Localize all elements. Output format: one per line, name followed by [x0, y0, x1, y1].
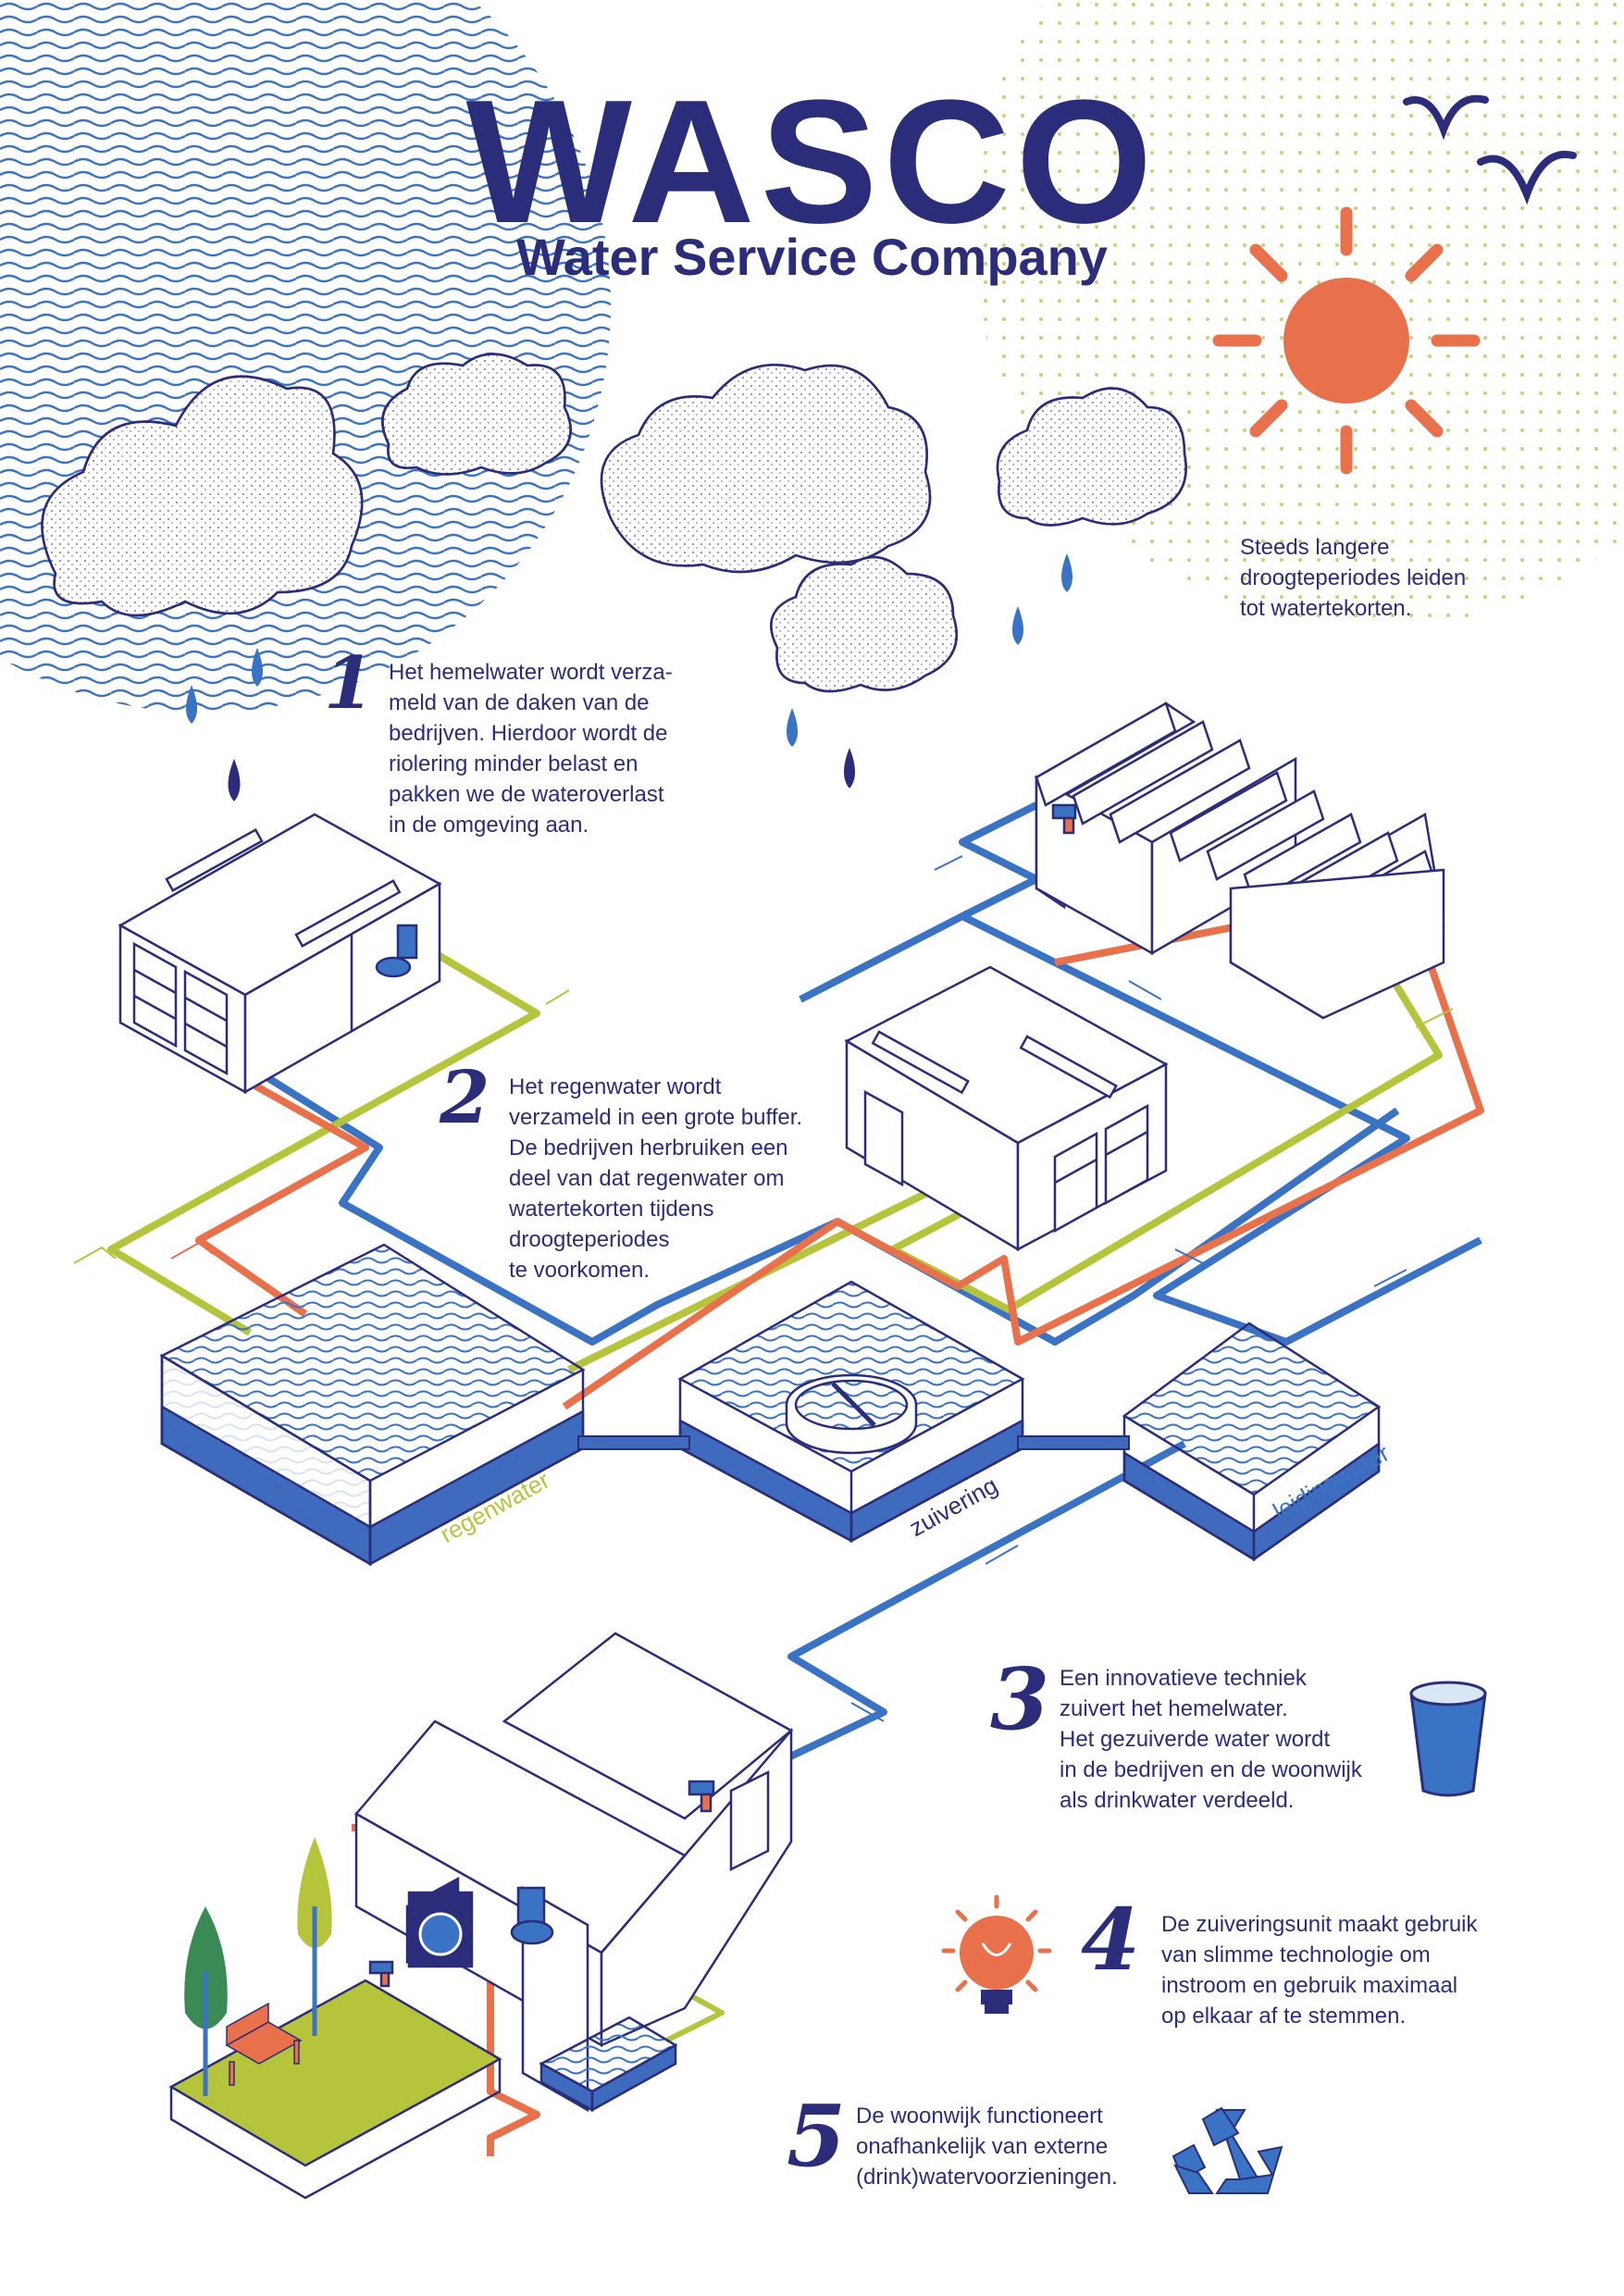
- tap-icon: [1051, 803, 1077, 835]
- house: [354, 1632, 794, 2113]
- step-4-number: 4: [1081, 1890, 1141, 1990]
- step-2-text: Het regenwater wordt verzameld in een gr…: [509, 1074, 803, 1283]
- washing-machine-icon: [407, 1891, 474, 1968]
- tree-icon: [184, 1837, 332, 2096]
- factory-left: [118, 813, 442, 1095]
- step-3-text: Een innovatieve techniek zuivert het hem…: [1060, 1666, 1362, 1813]
- sun-icon: [1212, 206, 1481, 475]
- raindrop-icon: [186, 553, 1072, 801]
- cloud-small-right: [996, 387, 1187, 527]
- water-glass-icon: [1409, 1681, 1487, 1797]
- house-basin: [539, 2016, 678, 2113]
- step-3-number: 3: [990, 1649, 1050, 1749]
- light-bulb-icon: [941, 1894, 1052, 2014]
- step-4-text: De zuiveringsunit maakt gebruik van slim…: [1161, 1912, 1478, 2029]
- basin-connectors: [577, 1435, 1130, 1450]
- cloud-small-1: [381, 353, 572, 476]
- factory-center: [844, 965, 1169, 1252]
- basin-leidingwater: [1122, 1322, 1382, 1562]
- garden: [168, 1979, 502, 2200]
- factory-right: [1034, 701, 1445, 1020]
- bird-icon: [1403, 94, 1577, 205]
- step-1-text: Het hemelwater wordt verza- meld van de …: [389, 660, 673, 838]
- bench-icon: [225, 2002, 303, 2086]
- basin-regenwater: [159, 1243, 586, 1567]
- blue-pipe-left: [266, 1074, 1400, 1346]
- blue-pipe-lower: [785, 1440, 1186, 1762]
- clarifier-tank: [785, 1373, 918, 1455]
- tap-icon: [368, 1780, 715, 1988]
- toilet-icon: [510, 1886, 554, 1945]
- sun-note: Steeds langere droogteperiodes leiden to…: [1240, 535, 1467, 621]
- step-2-number: 2: [440, 1056, 490, 1140]
- page-title: WASCO: [465, 64, 1159, 260]
- cloud-small-center: [770, 555, 958, 693]
- step-5-text: De woonwijk functioneert onafhankelijk v…: [856, 2104, 1118, 2190]
- basin-zuivering: [677, 1280, 1025, 1544]
- step-5-number: 5: [787, 2086, 847, 2186]
- green-pipe-left: [107, 949, 540, 1336]
- cloud-large-left: [41, 375, 364, 617]
- green-pipe-house: [664, 1987, 725, 2043]
- factory-left-windows: [132, 941, 229, 1076]
- blue-pipe-top: [959, 801, 1040, 920]
- page-subtitle: Water Service Company: [515, 228, 1109, 286]
- cloud-icon: [41, 353, 1187, 693]
- flow-arrows: [73, 855, 1454, 1722]
- cloud-large-center: [600, 364, 932, 574]
- toilet-icon: [375, 924, 418, 978]
- recycle-icon: [1172, 2106, 1283, 2194]
- step-1-number: 1: [324, 641, 375, 726]
- blue-pipe-right: [799, 912, 1482, 1346]
